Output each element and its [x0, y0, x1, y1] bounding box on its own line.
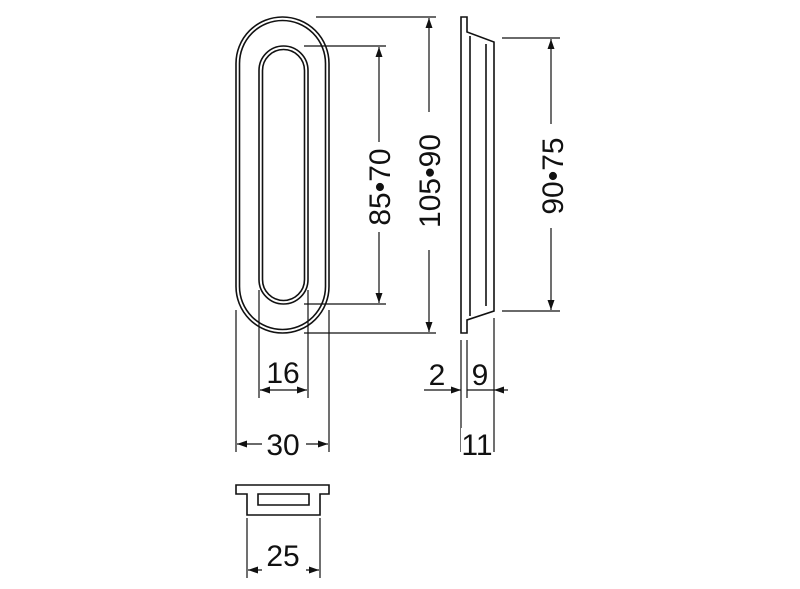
dim-label-inner-height: 85•70 — [364, 148, 397, 225]
dim-label-slot-width: 16 — [266, 357, 299, 390]
cup-section-outline — [235, 484, 330, 516]
dim-label-recess: 9 — [472, 359, 489, 392]
side-profile-outline — [460, 16, 495, 334]
side-view — [460, 16, 495, 334]
dim-label-overall-height: 105•90 — [414, 134, 447, 228]
dim-label-total-depth: 11 — [461, 429, 492, 462]
section-view — [235, 484, 330, 516]
inner-slot-edge — [261, 48, 306, 302]
front-view — [235, 16, 330, 334]
dim-label-side-height: 90•75 — [537, 137, 570, 214]
dim-label-overall-width: 30 — [266, 429, 299, 462]
inner-slot-outline — [258, 45, 309, 305]
dim-label-flange: 2 — [429, 359, 446, 392]
outer-oval-inner-edge — [238, 19, 327, 331]
dim-label-cup-width: 25 — [266, 540, 299, 573]
outer-oval-outline — [235, 16, 330, 334]
